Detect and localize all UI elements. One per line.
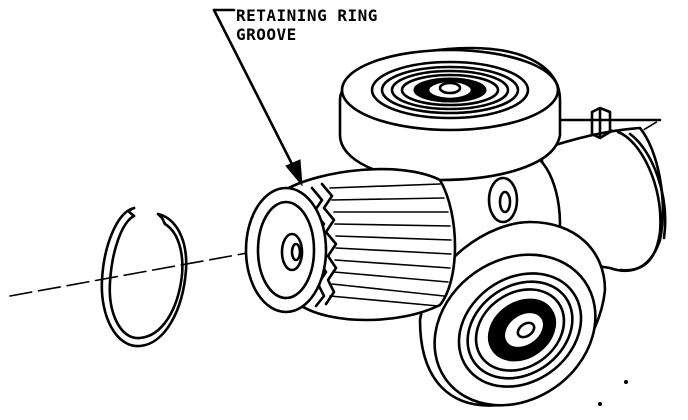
callout-label-line-2: GROOVE	[236, 25, 297, 44]
bearing-cup	[244, 167, 457, 322]
top-bearing-cap	[338, 46, 562, 182]
callout-label: RETAINING RING GROOVE	[236, 6, 378, 44]
needle-rollers	[329, 183, 452, 307]
retaining-ring-icon	[100, 206, 188, 348]
callout-arrow-icon	[212, 8, 303, 187]
bottom-bearing-cap	[418, 220, 607, 407]
callout-label-line-1: RETAINING RING	[236, 6, 378, 25]
